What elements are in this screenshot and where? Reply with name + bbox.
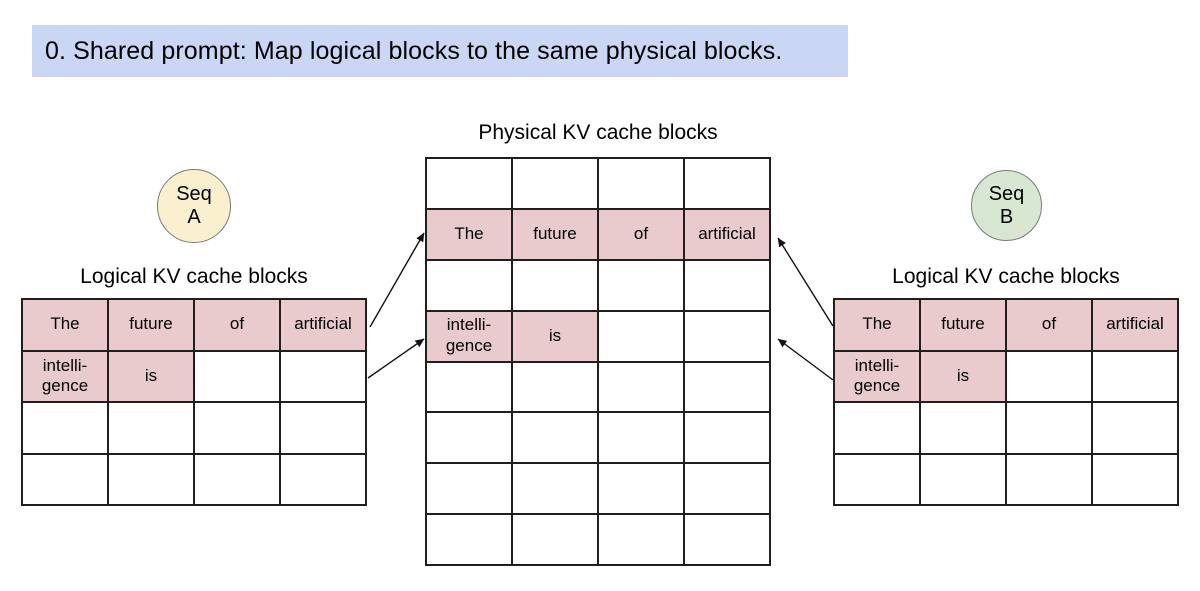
kv-cell <box>598 463 684 515</box>
kv-cell <box>684 412 770 464</box>
kv-cell <box>512 514 598 565</box>
kv-cell: intelli- gence <box>22 350 108 402</box>
kv-cell <box>684 514 770 565</box>
kv-cell <box>512 463 598 515</box>
arrow-seq-b-block1 <box>777 338 834 381</box>
kv-cell: is <box>512 310 598 362</box>
kv-cell <box>598 412 684 464</box>
kv-cell <box>1006 402 1092 454</box>
kv-cell <box>280 350 366 402</box>
kv-cell: future <box>512 208 598 260</box>
kv-cell <box>426 158 512 209</box>
title-banner: 0. Shared prompt: Map logical blocks to … <box>32 25 848 77</box>
kv-cell <box>426 412 512 464</box>
kv-cell <box>426 361 512 413</box>
kv-cell <box>1092 402 1178 454</box>
kv-cell <box>1092 350 1178 402</box>
kv-cell: artificial <box>684 208 770 260</box>
kv-cell <box>1092 453 1178 505</box>
kv-cell <box>194 402 280 454</box>
kv-cell: of <box>1006 299 1092 351</box>
kv-cell <box>194 350 280 402</box>
seq-b-badge-letter: B <box>999 205 1014 228</box>
kv-cell <box>684 259 770 311</box>
seq-a-badge-word: Seq <box>176 183 212 205</box>
logical-a-table-title: Logical KV cache blocks <box>80 265 308 288</box>
kv-cell: future <box>108 299 194 351</box>
kv-cell <box>684 158 770 209</box>
kv-cell: artificial <box>280 299 366 351</box>
kv-cell <box>834 402 920 454</box>
kv-cell <box>22 402 108 454</box>
logical-b-table-title: Logical KV cache blocks <box>892 265 1120 288</box>
kv-cell <box>684 361 770 413</box>
kv-cell: intelli- gence <box>834 350 920 402</box>
kv-cell: The <box>426 208 512 260</box>
kv-cell <box>598 158 684 209</box>
kv-cell <box>426 514 512 565</box>
kv-cell <box>920 402 1006 454</box>
kv-cell <box>598 361 684 413</box>
seq-a-badge-letter: A <box>187 206 201 228</box>
physical-table-title: Physical KV cache blocks <box>478 121 718 144</box>
kv-cell <box>920 453 1006 505</box>
arrow-seq-b-block0 <box>777 237 834 327</box>
seq-a-badge: Seq A <box>157 169 231 243</box>
kv-cell <box>280 402 366 454</box>
arrow-seq-a-block1 <box>367 338 425 379</box>
kv-cell: intelli- gence <box>426 310 512 362</box>
seq-b-badge-word: Seq <box>988 182 1025 205</box>
kv-cell <box>280 453 366 505</box>
kv-cell <box>512 259 598 311</box>
kv-cell <box>108 402 194 454</box>
kv-cell: future <box>920 299 1006 351</box>
kv-cell <box>426 259 512 311</box>
kv-cell <box>426 463 512 515</box>
kv-cell <box>512 412 598 464</box>
kv-cell <box>512 361 598 413</box>
kv-cell <box>684 463 770 515</box>
arrow-seq-a-block0 <box>369 232 425 328</box>
kv-cell: The <box>834 299 920 351</box>
kv-cell <box>598 514 684 565</box>
kv-cell <box>512 158 598 209</box>
kv-cell <box>108 453 194 505</box>
kv-cell: of <box>194 299 280 351</box>
kv-cell: is <box>920 350 1006 402</box>
kv-cell: artificial <box>1092 299 1178 351</box>
kv-cell <box>1006 453 1092 505</box>
seq-b-badge: Seq B <box>971 170 1042 241</box>
title-text: 0. Shared prompt: Map logical blocks to … <box>45 36 783 65</box>
kv-cell <box>684 310 770 362</box>
kv-cell <box>194 453 280 505</box>
kv-cell: of <box>598 208 684 260</box>
kv-cell <box>834 453 920 505</box>
kv-cell: The <box>22 299 108 351</box>
kv-cell <box>598 259 684 311</box>
kv-cell <box>1006 350 1092 402</box>
kv-cell <box>22 453 108 505</box>
kv-cell <box>598 310 684 362</box>
kv-cell: is <box>108 350 194 402</box>
